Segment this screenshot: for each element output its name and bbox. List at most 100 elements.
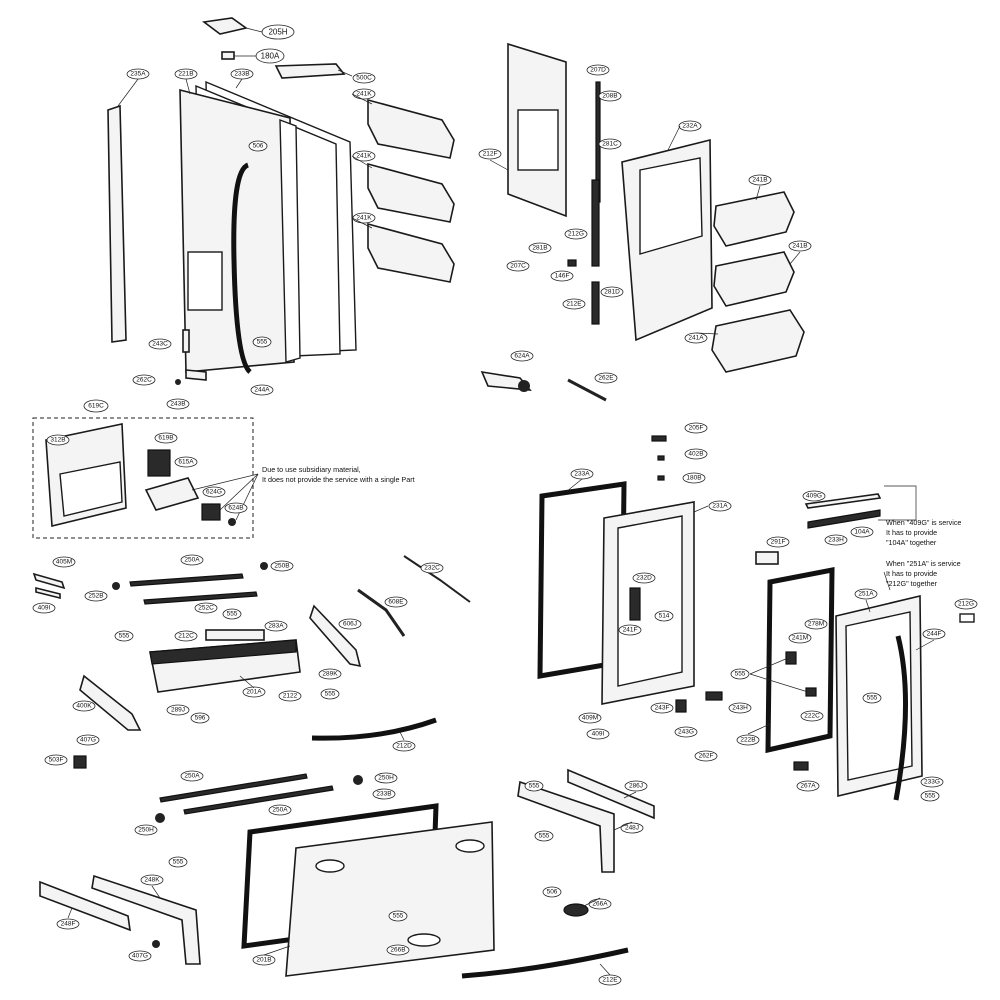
svg-text:266B: 266B [390, 947, 405, 954]
svg-text:514: 514 [659, 613, 670, 620]
svg-text:233B: 233B [234, 71, 249, 78]
callout-243C: 243C [148, 338, 172, 350]
svg-text:2122: 2122 [283, 693, 298, 700]
front-handle-recess-2 [455, 839, 485, 853]
svg-text:243H: 243H [732, 705, 748, 712]
part-222B [765, 566, 835, 754]
svg-text:248F: 248F [61, 921, 76, 928]
callout-207C: 207C [506, 260, 530, 272]
svg-text:222C: 222C [804, 713, 820, 720]
part-241K-2 [367, 162, 455, 223]
svg-text:212G: 212G [568, 231, 584, 238]
svg-text:555: 555 [393, 913, 404, 920]
callout-596: 596 [190, 712, 210, 724]
callout-241B-2: 241B [788, 240, 812, 252]
part-624A [480, 370, 532, 391]
callout-248F: 248F [56, 918, 80, 930]
callout-212G-right: 212G [954, 598, 978, 610]
svg-text:241F: 241F [623, 627, 638, 634]
part-250A-lower-2 [183, 785, 334, 815]
svg-text:232D: 232D [636, 575, 652, 582]
callout-409G: 409G [802, 490, 826, 502]
svg-text:608E: 608E [388, 599, 404, 606]
svg-text:409G: 409G [806, 493, 822, 500]
callout-402B: 402B [684, 448, 708, 460]
callout-250H-2: 250H [134, 824, 158, 836]
svg-text:555: 555 [173, 859, 184, 866]
callout-407G-2: 407G [128, 950, 152, 962]
part-409I-left [35, 586, 61, 600]
svg-text:619C: 619C [88, 403, 104, 410]
svg-text:212F: 212F [483, 151, 498, 158]
dispenser-window [187, 251, 223, 311]
svg-text:624B: 624B [228, 505, 243, 512]
part-212G-right [959, 613, 975, 623]
callout-233B-2: 233B [372, 788, 396, 800]
svg-text:212E: 212E [566, 301, 582, 308]
svg-text:244A: 244A [254, 387, 270, 394]
svg-text:180A: 180A [261, 52, 280, 61]
callout-241A: 241A [684, 332, 708, 344]
svg-text:407G: 407G [132, 953, 148, 960]
callout-250H: 250H [374, 772, 398, 784]
svg-text:222B: 222B [740, 737, 755, 744]
svg-text:250A: 250A [184, 557, 200, 564]
callout-241K-3: 241K [352, 212, 376, 224]
subsidiary-note-line2: It does not provide the service with a s… [262, 475, 415, 484]
svg-text:104A: 104A [854, 529, 870, 536]
callout-248J: 248J [620, 822, 644, 834]
right-door-inner-assembly [480, 42, 805, 402]
svg-text:624G: 624G [206, 489, 222, 496]
svg-text:405M: 405M [56, 559, 72, 566]
svg-text:500C: 500C [356, 75, 372, 82]
svg-text:243C: 243C [152, 341, 168, 348]
svg-text:409I: 409I [38, 605, 51, 612]
callout-212E-2: 212E [598, 974, 622, 986]
svg-text:506: 506 [547, 889, 558, 896]
svg-text:221B: 221B [178, 71, 193, 78]
callout-241F: 241F [618, 624, 642, 636]
part-252B [112, 582, 120, 590]
callout-312B: 312B [46, 434, 70, 446]
svg-text:207C: 207C [510, 263, 526, 270]
part-222C-right [805, 687, 817, 697]
svg-text:241K: 241K [356, 215, 372, 222]
callout-555-f: 555 [114, 630, 134, 642]
callout-503F: 503F [44, 754, 68, 766]
callout-232A: 232A [678, 120, 702, 132]
subsidiary-note-line1: Due to use subsidiary material, [262, 465, 361, 474]
svg-text:555: 555 [529, 783, 540, 790]
callout-233A: 233A [570, 468, 594, 480]
front-handle-recess-1 [315, 859, 345, 873]
drawer-upper-assembly [32, 555, 471, 769]
note-251A-line2: It has to provide [886, 569, 937, 578]
svg-text:233A: 233A [574, 471, 590, 478]
callout-289J: 289J [166, 704, 190, 716]
callout-409I: 409I [586, 728, 610, 740]
callout-262F: 262F [694, 750, 718, 762]
svg-text:250H: 250H [138, 827, 154, 834]
svg-text:250H: 250H [378, 775, 394, 782]
callout-624B: 624B [224, 502, 248, 514]
part-262E [567, 378, 607, 402]
callout-244A: 244A [250, 384, 274, 396]
svg-text:289J: 289J [171, 707, 185, 714]
callout-241K-1: 241K [352, 88, 376, 100]
part-232D [629, 587, 641, 621]
svg-text:596: 596 [195, 715, 206, 722]
note-409G-line3: "104A" together [886, 538, 937, 547]
part-248K [91, 874, 201, 965]
part-212E [591, 281, 600, 325]
svg-text:212D: 212D [396, 743, 412, 750]
svg-text:250B: 250B [274, 563, 289, 570]
svg-text:312B: 312B [50, 437, 65, 444]
part-250A-lower [159, 773, 308, 803]
svg-text:555: 555 [325, 691, 336, 698]
svg-text:231A: 231A [712, 503, 728, 510]
part-146F [567, 259, 577, 267]
svg-text:555: 555 [227, 611, 238, 618]
callout-207D: 207D [586, 64, 610, 76]
callout-555-j: 555 [534, 830, 554, 842]
callout-555-k: 555 [524, 780, 544, 792]
